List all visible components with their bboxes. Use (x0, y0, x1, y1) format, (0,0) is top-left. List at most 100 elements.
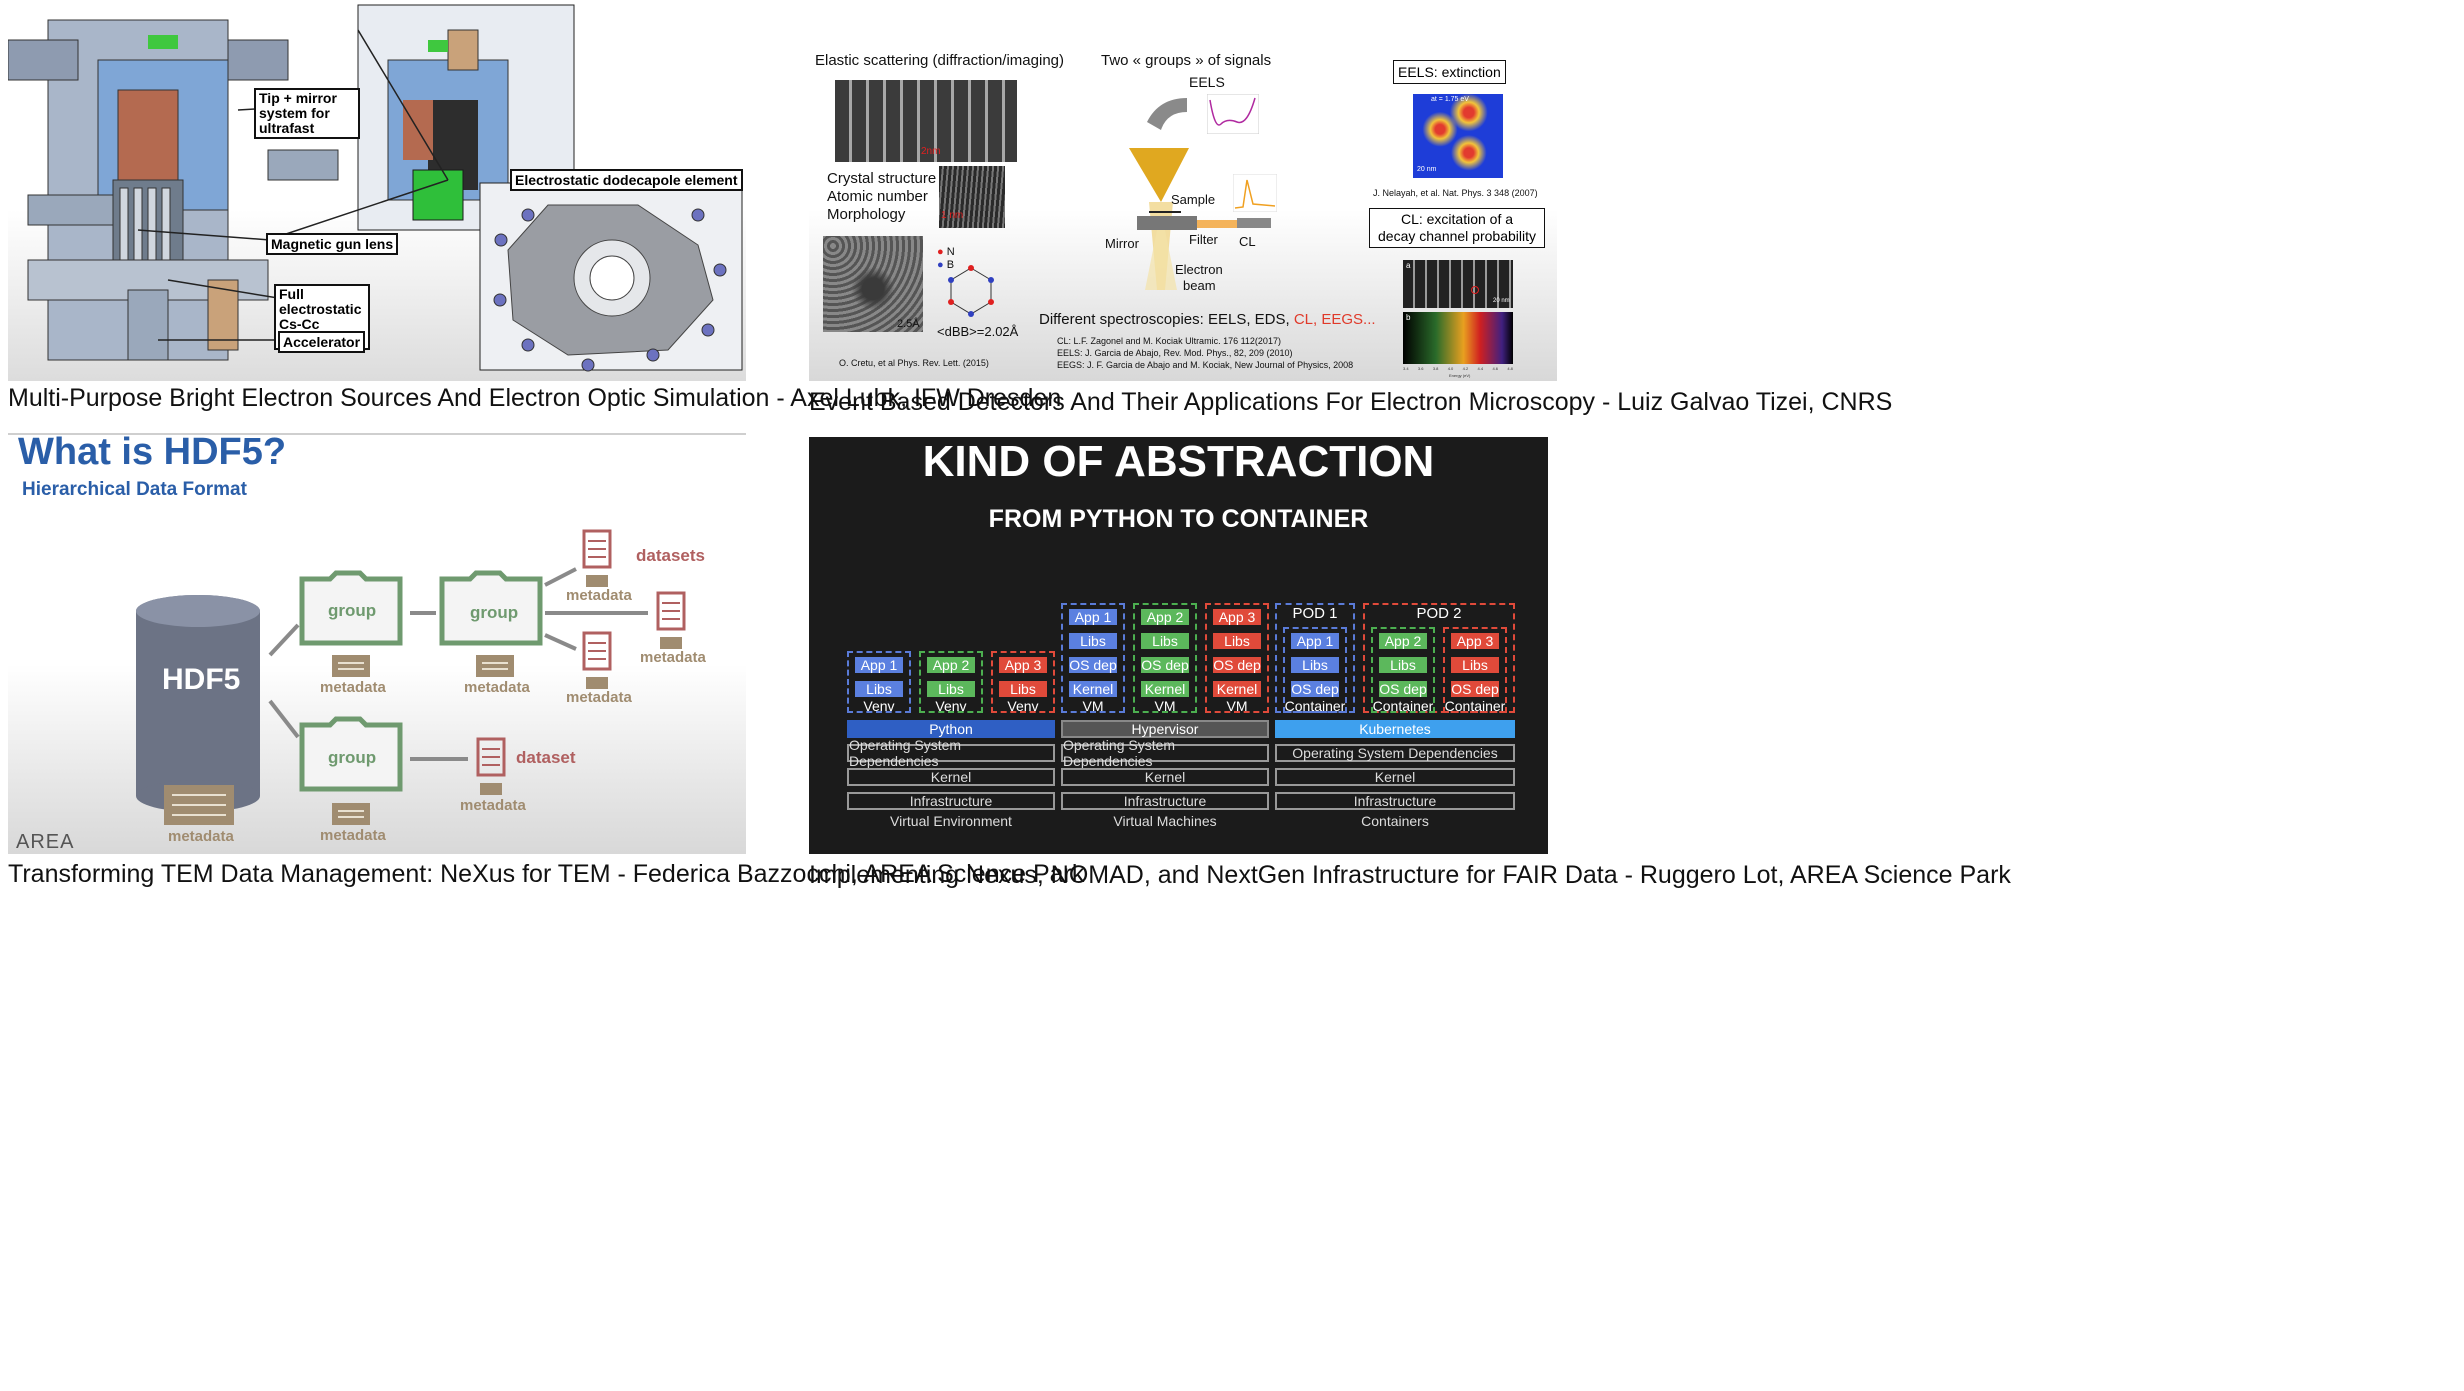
venv-label: Venv (1007, 698, 1039, 714)
osdep-block: OS dep (1213, 657, 1261, 673)
slide-subtitle: Hierarchical Data Format (22, 479, 247, 500)
energy-tick: 3.4 (1403, 366, 1409, 371)
venv-group-1 (847, 651, 911, 713)
libs-block: Libs (1379, 657, 1427, 673)
venv-label: Venv (863, 698, 895, 714)
metadata-label: metadata (320, 679, 386, 696)
energy-tick: 4.8 (1507, 366, 1513, 371)
hdf5-hierarchy-diagram (136, 529, 686, 825)
app1-block: App 1 (855, 657, 903, 673)
energy-axis-label: Energy (eV) (1449, 373, 1471, 378)
crystal-structure-text: Crystal structure (827, 170, 937, 187)
stem-image (823, 236, 923, 332)
caption-nexus-tem[interactable]: Transforming TEM Data Management: NeXus … (8, 860, 1085, 888)
label-accelerator: Accelerator (278, 331, 366, 353)
dataset-label: dataset (516, 748, 576, 767)
slide-subtitle: FROM PYTHON TO CONTAINER (988, 505, 1369, 533)
vm-group-2 (1133, 603, 1197, 713)
kernel-block: Kernel (1213, 681, 1261, 697)
energy-tick: 4.6 (1492, 366, 1498, 371)
os-deps-layer: Operating System Dependencies (847, 737, 1055, 769)
cretu-reference: O. Cretu, et al Phys. Rev. Lett. (2015) (839, 358, 989, 368)
cl-image-a (1403, 260, 1513, 308)
pod2-label: POD 2 (1416, 605, 1462, 622)
venv-group-2 (919, 651, 983, 713)
pod2-container-a (1371, 627, 1435, 713)
bn-ring-diagram (948, 265, 994, 317)
hypervisor-layer: Hypervisor (1061, 720, 1269, 738)
cl-label: CL (1239, 234, 1256, 249)
group-label: group (328, 748, 377, 767)
metadata-label: metadata (566, 587, 632, 604)
kernel-layer: Kernel (847, 768, 1055, 786)
label-gun-lens: Magnetic gun lens (266, 233, 399, 255)
venv-group-3 (991, 651, 1055, 713)
hdf5-label: HDF5 (162, 663, 241, 696)
kernel-layer: Kernel (1275, 768, 1515, 786)
libs-block: Libs (999, 681, 1047, 697)
diffraction-image (835, 80, 1017, 162)
energy-tick: 4.2 (1462, 366, 1469, 371)
metadata-label: metadata (460, 797, 526, 814)
osdep-block: OS dep (1379, 681, 1427, 697)
cl-panel-b-label: b (1406, 313, 1411, 322)
os-deps-layer: Operating System Dependencies (1275, 744, 1515, 762)
label-dodecapole: Electrostatic dodecapole element (510, 169, 743, 191)
eels-extinction-box: EELS: extinction (1393, 60, 1506, 84)
osdep-block: OS dep (1069, 657, 1117, 673)
hr-scale: 1 nm (941, 210, 964, 221)
libs-block: Libs (855, 681, 903, 697)
app3-block: App 3 (1213, 609, 1261, 625)
beam-label: beam (1183, 278, 1216, 293)
metadata-label: metadata (320, 827, 386, 844)
vm-label: VM (1082, 698, 1104, 714)
cl-spectrum-thumb (1233, 174, 1277, 212)
libs-block: Libs (1213, 633, 1261, 649)
libs-block: Libs (927, 681, 975, 697)
app3-block: App 3 (1451, 633, 1499, 649)
app2-block: App 2 (1141, 609, 1189, 625)
stem-scale: 2.5Å (897, 318, 920, 330)
pod2-container-b (1443, 627, 1507, 713)
ref-eegs: EEGS: J. F. Garcia de Abajo and M. Kocia… (1057, 360, 1354, 370)
python-layer: Python (847, 720, 1055, 738)
label-tip-mirror: Tip + mirror system for ultrafast (254, 88, 360, 139)
energy-tick: 3.8 (1432, 366, 1439, 371)
containers-label: Containers (1361, 813, 1429, 829)
energy-tick: 3.6 (1417, 366, 1424, 371)
os-deps-layer: Operating System Dependencies (1061, 737, 1269, 769)
caption-fair-data[interactable]: Implementing Nexus, NOMAD, and NextGen I… (809, 861, 2011, 889)
caption-electron-sources[interactable]: Multi-Purpose Bright Electron Sources An… (8, 384, 1062, 412)
slide-hdf5[interactable]: What is HDF5? Hierarchical Data Format (8, 433, 746, 854)
slide-electron-sources[interactable]: Tip + mirror system for ultrafast Electr… (8, 0, 746, 381)
metadata-label: metadata (640, 649, 706, 666)
infrastructure-layer: Infrastructure (1061, 792, 1269, 810)
area-logo: AREA (16, 831, 75, 853)
vm-group-1 (1061, 603, 1125, 713)
venv-label: Venv (935, 698, 967, 714)
cl-spectral-map (1403, 312, 1513, 364)
infrastructure-layer: Infrastructure (1275, 792, 1515, 810)
osdep-block: OS dep (1141, 657, 1189, 673)
libs-block: Libs (1451, 657, 1499, 673)
eels-map (1413, 94, 1503, 178)
eels-label: EELS (1189, 74, 1225, 90)
container-label: Container (1284, 698, 1346, 714)
slide-event-detectors[interactable]: Elastic scattering (diffraction/imaging)… (809, 0, 1557, 381)
filter-label: Filter (1189, 232, 1218, 247)
ref-cl: CL: L.F. Zagonel and M. Kociak Ultramic.… (1057, 336, 1281, 346)
caption-event-detectors[interactable]: Event Based Detectors And Their Applicat… (809, 388, 1893, 416)
n-atom-label: ● N (937, 246, 955, 258)
energy-tick: 4.4 (1477, 366, 1484, 371)
datasets-label: datasets (636, 546, 705, 565)
libs-block: Libs (1141, 633, 1189, 649)
slide-abstraction[interactable]: KIND OF ABSTRACTION FROM PYTHON TO CONTA… (809, 437, 1548, 854)
diffraction-scale: 2nm (921, 146, 941, 157)
virtual-machines-label: Virtual Machines (1113, 813, 1217, 829)
morphology-text: Morphology (827, 206, 906, 223)
b-atom-label: ● B (937, 259, 955, 271)
kernel-block: Kernel (1069, 681, 1117, 697)
eels-spectrum-thumb (1207, 94, 1259, 134)
cl-panel-a-label: a (1406, 261, 1411, 270)
hr-image (939, 166, 1005, 228)
